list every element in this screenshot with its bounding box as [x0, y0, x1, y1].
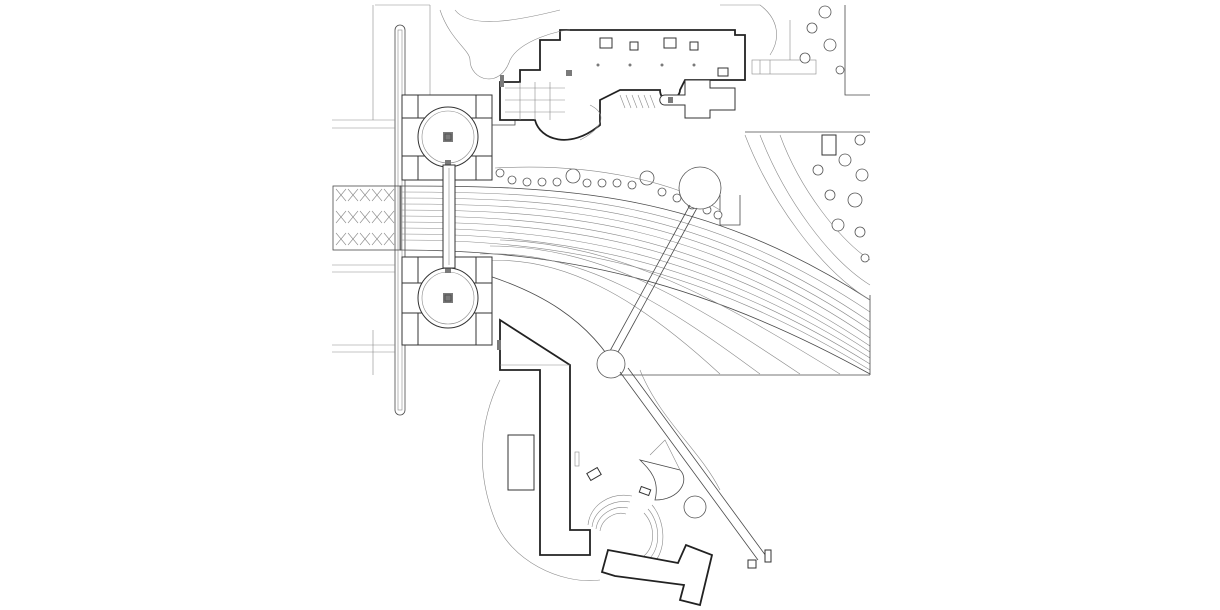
- north-main-building: [499, 29, 746, 141]
- north-pavilion: [401, 94, 516, 181]
- south-pavilion: [401, 256, 493, 346]
- street-tree-row: [494, 166, 723, 220]
- north-landscape: [439, 4, 870, 96]
- south-landscape: [482, 369, 721, 581]
- northeast-road: [719, 131, 871, 301]
- bridge-deck: [332, 185, 402, 251]
- amphitheatre: [586, 439, 707, 566]
- northeast-trees: [799, 5, 870, 263]
- south-building: [497, 318, 591, 556]
- pavilion-connector: [442, 164, 456, 269]
- southeast-building: [600, 543, 714, 607]
- west-road: [332, 4, 431, 416]
- diagonal-footbridge: [596, 166, 772, 569]
- curved-track-bundle: [399, 185, 871, 376]
